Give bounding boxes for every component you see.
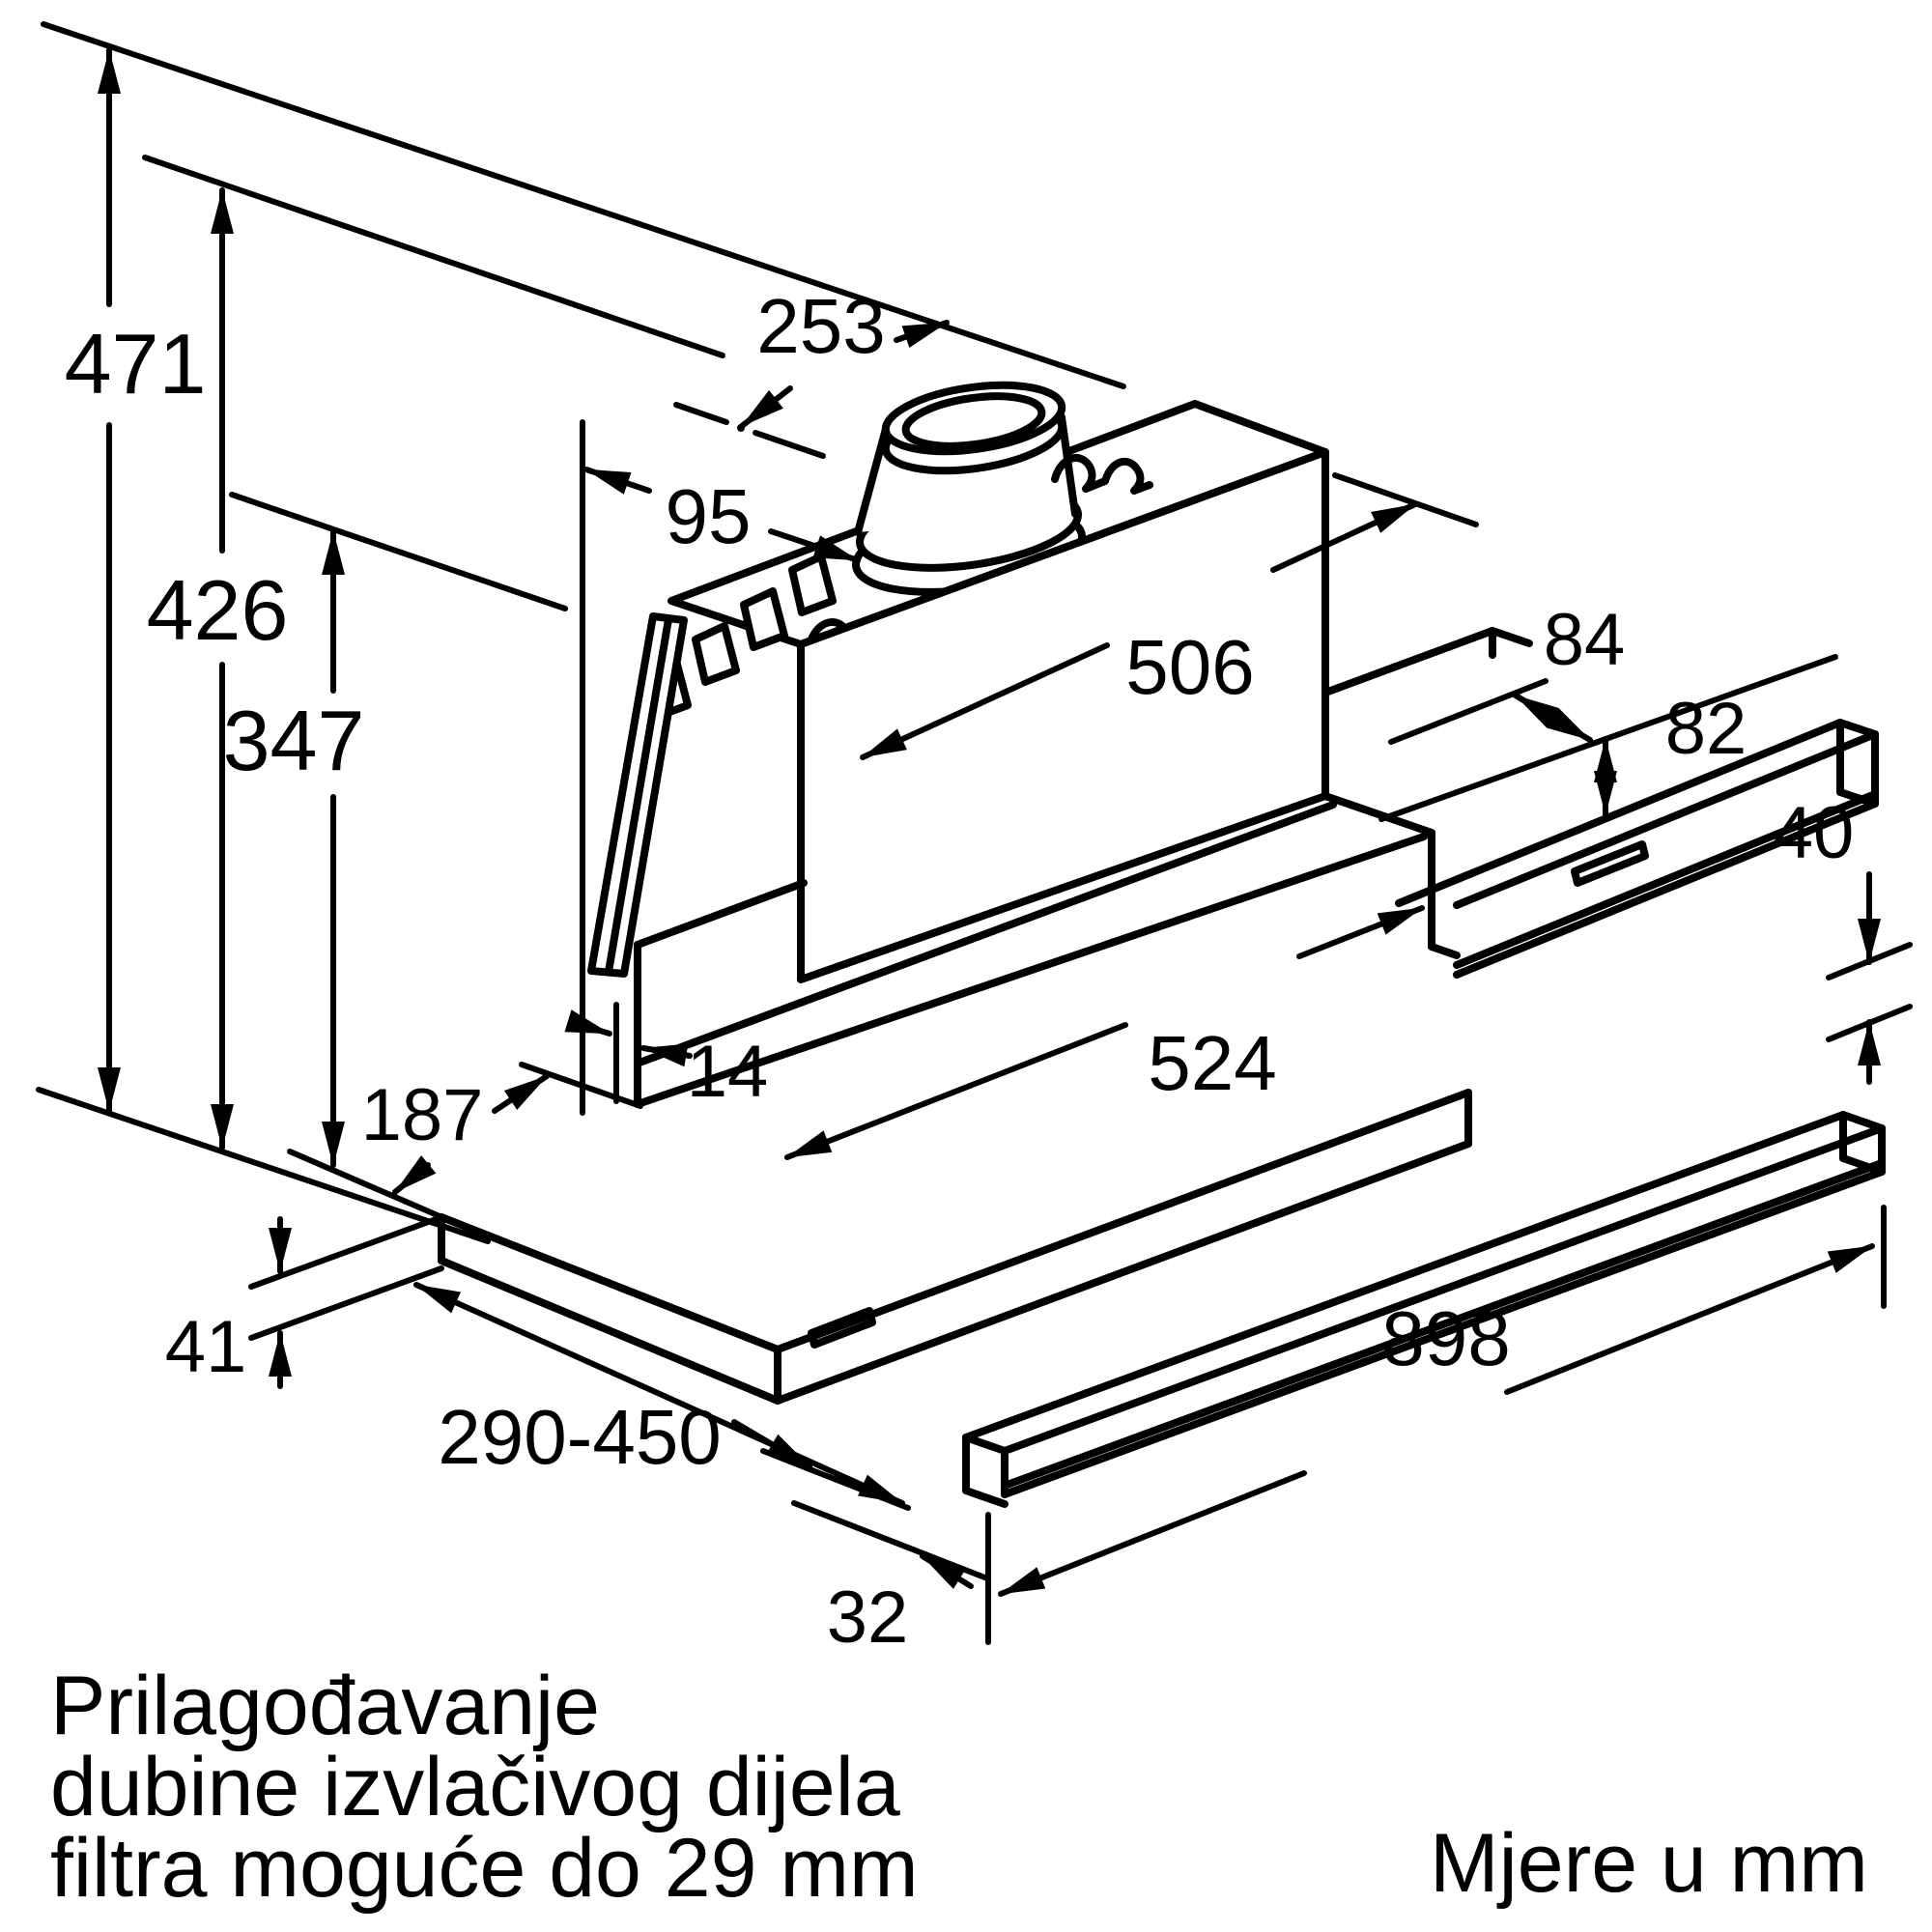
pullout-tray [438, 1089, 1472, 1405]
top-depth-extension [1332, 472, 1479, 527]
dim-84-label: 84 [1544, 599, 1626, 681]
dim-82-label: 82 [1665, 688, 1747, 770]
upper-rail-slot [1571, 840, 1649, 887]
upper-rail [1395, 719, 1879, 979]
lower-rail [962, 1111, 1886, 1508]
note-line-3: filtra moguće do 29 mm [50, 1822, 919, 1915]
note-line-2: dubine izvlačivog dijela [50, 1741, 900, 1833]
hood-canopy [587, 381, 1461, 983]
dim-471-label: 471 [65, 316, 207, 412]
dim-41-label: 41 [165, 1306, 247, 1388]
pulled-filter-frame [587, 553, 837, 978]
duct-centerline [673, 402, 826, 459]
dim-524-label: 524 [1148, 1020, 1276, 1106]
tray-handle-slot [808, 1307, 876, 1349]
dim-506-label: 506 [1125, 624, 1254, 710]
dim-290-450-label: 290-450 [438, 1394, 722, 1480]
bottom-reference-line-2 [287, 1149, 449, 1222]
step-extension-a [1388, 678, 1548, 745]
panel-top-extension [248, 1214, 444, 1290]
units-label: Mjere u mm [1430, 1817, 1868, 1910]
dim-32-label: 32 [827, 1577, 909, 1659]
dim-40-label: 40 [1773, 792, 1855, 874]
dim-898-label: 898 [1381, 1295, 1510, 1381]
dim-187-label: 187 [361, 1074, 484, 1156]
dim-347-label: 347 [223, 693, 365, 788]
bottom-reference-line [36, 1087, 491, 1244]
panel-bottom-extension [248, 1265, 444, 1341]
dim-426-label: 426 [147, 562, 289, 658]
dim-14-label: 14 [687, 1031, 769, 1113]
drawer-housing [634, 627, 1533, 1108]
duct-collar [852, 381, 1086, 596]
annotation-text: Prilagođavanje dubine izvlačivog dijela … [50, 1660, 1868, 1915]
note-line-1: Prilagođavanje [50, 1660, 600, 1752]
dimension-lines [98, 47, 1881, 1597]
second-reference-line [142, 155, 725, 358]
gap-extension-b [791, 1500, 990, 1581]
dimension-labels: 471 426 347 253 95 506 84 82 40 524 14 1… [65, 283, 1855, 1659]
spring-clip-right-icon [1051, 453, 1153, 495]
third-reference-line [229, 492, 568, 611]
gap-extension-a [760, 1448, 911, 1511]
dim-253-label: 253 [756, 283, 885, 369]
dim-95-label: 95 [666, 473, 752, 559]
